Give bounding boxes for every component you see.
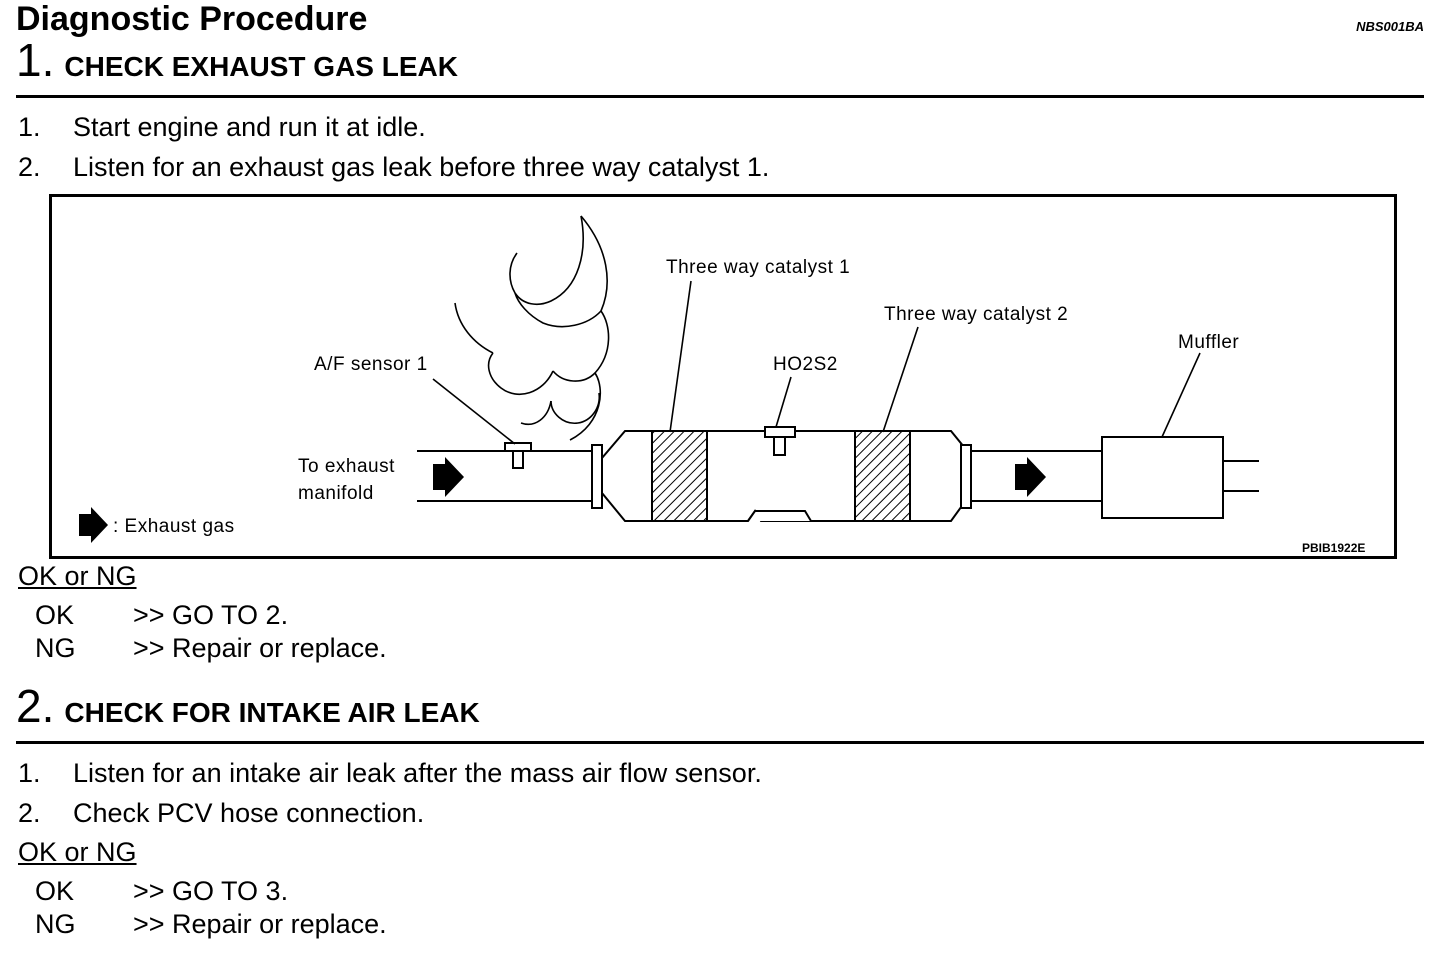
- ho2s2-sensor-icon: [764, 426, 796, 456]
- af-sensor-label: A/F sensor 1: [314, 354, 428, 375]
- result-action: >> GO TO 3.: [133, 876, 289, 906]
- instruction-text: Check PCV hose connection.: [73, 798, 425, 828]
- page-title: Diagnostic Procedure: [16, 0, 368, 38]
- tail-pipe: [1223, 460, 1259, 492]
- instruction-number: 1.: [18, 112, 41, 142]
- step-1-title: CHECK EXHAUST GAS LEAK: [64, 51, 458, 82]
- exhaust-smoke-icon: [454, 215, 610, 441]
- catalyst-neck: [747, 510, 812, 522]
- step-1-result-ng: NG >> Repair or replace.: [35, 633, 387, 664]
- ho2s2-label: HO2S2: [773, 354, 838, 375]
- step-2-title: CHECK FOR INTAKE AIR LEAK: [64, 697, 480, 728]
- step-1-heading: 1. CHECK EXHAUST GAS LEAK: [16, 36, 458, 84]
- to-exhaust-label: To exhaust: [298, 456, 395, 477]
- step-2-divider: [16, 741, 1424, 744]
- step-2-heading: 2. CHECK FOR INTAKE AIR LEAK: [16, 682, 480, 730]
- instruction-text: Listen for an intake air leak after the …: [73, 758, 762, 788]
- flange-1: [591, 444, 603, 509]
- muffler-label: Muffler: [1178, 332, 1239, 353]
- result-key: OK: [35, 600, 75, 630]
- three-way-catalyst-2: [854, 430, 911, 522]
- step-2-number: 2.: [16, 680, 55, 732]
- step-2-result-ok: OK >> GO TO 3.: [35, 876, 288, 907]
- step-2-result-ng: NG >> Repair or replace.: [35, 909, 387, 940]
- catalyst-2-label: Three way catalyst 2: [884, 304, 1068, 325]
- step-2-okng-heading: OK or NG: [18, 837, 137, 867]
- af-sensor-icon: [504, 442, 532, 469]
- instruction-number: 2.: [18, 798, 41, 828]
- leader-lines: [432, 280, 1201, 445]
- instruction-number: 2.: [18, 152, 41, 182]
- result-key: NG: [35, 909, 76, 939]
- flow-arrow-icon: [433, 457, 464, 497]
- step-1-instruction-1: 1. Start engine and run it at idle.: [18, 112, 426, 142]
- three-way-catalyst-1: [651, 430, 708, 522]
- exhaust-diagram-svg: A/F sensor 1 To exhaust manifold Three w…: [79, 215, 1365, 555]
- step-1-okng-heading: OK or NG: [18, 561, 137, 591]
- muffler: [1101, 436, 1224, 519]
- step-2-instruction-1: 1. Listen for an intake air leak after th…: [18, 758, 762, 788]
- step-1-number: 1.: [16, 34, 55, 86]
- result-action: >> Repair or replace.: [133, 909, 387, 939]
- step-2-instruction-2: 2. Check PCV hose connection.: [18, 798, 424, 828]
- document-code: NBS001BA: [1356, 19, 1424, 34]
- result-key: NG: [35, 633, 76, 663]
- legend-label: : Exhaust gas: [113, 516, 235, 537]
- figure-code: PBIB1922E: [1302, 541, 1365, 555]
- step-1-divider: [16, 95, 1424, 98]
- legend-arrow-icon: [79, 507, 108, 543]
- flow-arrow-icon: [1015, 457, 1046, 497]
- flange-2: [960, 444, 972, 509]
- manifold-label: manifold: [298, 483, 374, 504]
- instruction-number: 1.: [18, 758, 41, 788]
- result-action: >> GO TO 2.: [133, 600, 289, 630]
- instruction-text: Start engine and run it at idle.: [73, 112, 426, 142]
- catalyst-1-label: Three way catalyst 1: [666, 257, 850, 278]
- exhaust-system-diagram: A/F sensor 1 To exhaust manifold Three w…: [49, 194, 1397, 559]
- mid-pipe: [971, 450, 1102, 502]
- step-1-result-ok: OK >> GO TO 2.: [35, 600, 288, 631]
- result-action: >> Repair or replace.: [133, 633, 387, 663]
- result-key: OK: [35, 876, 75, 906]
- step-1-instruction-2: 2. Listen for an exhaust gas leak before …: [18, 152, 769, 182]
- instruction-text: Listen for an exhaust gas leak before th…: [73, 152, 770, 182]
